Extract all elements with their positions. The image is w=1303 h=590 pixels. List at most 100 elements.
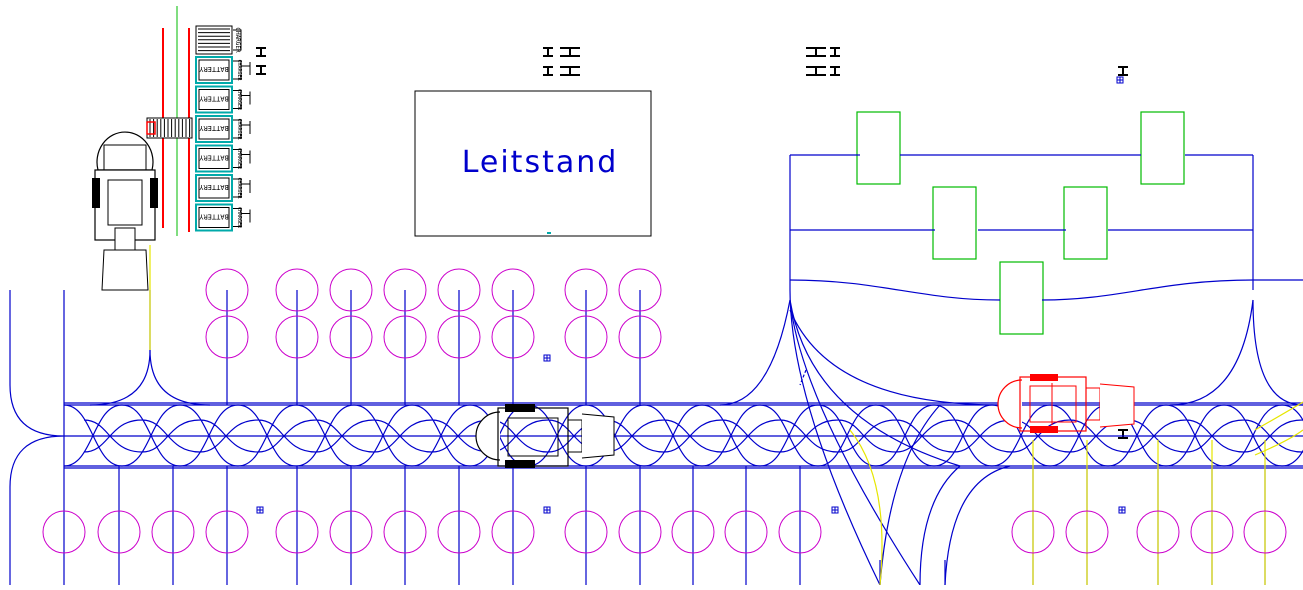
roll[interactable] (151, 510, 195, 554)
ibeam-icon (830, 47, 840, 57)
vehicle-fork (101, 249, 149, 291)
battery-inner (198, 177, 230, 199)
charger-label: CHARGER (236, 118, 242, 140)
roll[interactable] (491, 510, 535, 554)
roll[interactable] (1011, 510, 1055, 554)
charging-curve (149, 349, 211, 406)
roll[interactable] (437, 510, 481, 554)
branch-curve (944, 465, 1011, 586)
connector (233, 208, 242, 227)
roll[interactable] (275, 510, 319, 554)
ibeam-icon (806, 66, 826, 76)
roll[interactable] (329, 268, 373, 312)
roll[interactable] (491, 315, 535, 359)
ibeam-icon (806, 47, 826, 57)
roll[interactable] (437, 315, 481, 359)
roll[interactable] (275, 315, 319, 359)
roll[interactable] (1065, 510, 1109, 554)
charger-label: CHARGER (234, 27, 241, 53)
roll[interactable] (1243, 510, 1287, 554)
roll[interactable] (564, 315, 608, 359)
roll[interactable] (205, 315, 249, 359)
ibeam-icon (543, 47, 553, 57)
roll[interactable] (205, 510, 249, 554)
battery-inner (198, 148, 230, 169)
roll[interactable] (383, 315, 427, 359)
connector (233, 90, 242, 109)
roll[interactable] (778, 510, 822, 554)
yellow-wire (1254, 401, 1303, 431)
roll[interactable] (329, 510, 373, 554)
green-station[interactable] (932, 186, 977, 260)
connector (233, 60, 242, 80)
charging-curve (89, 290, 151, 406)
agv-center-aisle[interactable] (475, 404, 615, 468)
charger-unit-top[interactable]: CHARGER (195, 25, 242, 55)
green-station[interactable] (1063, 186, 1108, 260)
connector (233, 29, 242, 51)
roll-storage (42, 268, 1287, 554)
connector (233, 119, 242, 139)
right-curve (1252, 299, 1303, 406)
green-station[interactable] (856, 111, 901, 185)
position-markers (256, 76, 1126, 514)
branch-curve (919, 465, 961, 586)
roll[interactable] (724, 510, 768, 554)
agv-path-network (9, 154, 1303, 586)
station-line (789, 279, 1303, 301)
red-mark (146, 121, 156, 135)
battery-inner (198, 59, 230, 81)
ibeam-icon (543, 66, 553, 76)
ibeam-icon (1118, 429, 1128, 439)
roll[interactable] (671, 510, 715, 554)
battery-label: BATTERY (198, 65, 228, 73)
battery-transfer-unit[interactable] (146, 117, 193, 139)
wheel (1030, 374, 1058, 381)
connector (233, 149, 242, 168)
roll[interactable] (329, 315, 373, 359)
branch-curve (789, 309, 1001, 406)
vehicle-fork (1099, 383, 1135, 428)
green-station[interactable] (999, 261, 1044, 335)
roll[interactable] (437, 268, 481, 312)
roll[interactable] (618, 510, 662, 554)
ibeam-icon (560, 47, 580, 57)
control-room[interactable]: Leitstand (414, 90, 652, 237)
roll[interactable] (205, 268, 249, 312)
roll[interactable] (564, 268, 608, 312)
roll[interactable] (564, 510, 608, 554)
roll[interactable] (275, 268, 319, 312)
roll[interactable] (491, 268, 535, 312)
roll[interactable] (618, 268, 662, 312)
green-stations (856, 111, 1185, 335)
roll[interactable] (383, 268, 427, 312)
agv-active-red[interactable] (997, 374, 1135, 433)
roll[interactable] (1190, 510, 1234, 554)
vehicles (92, 131, 1135, 468)
battery-inner (198, 118, 230, 140)
roll[interactable] (383, 510, 427, 554)
green-station[interactable] (1140, 111, 1185, 185)
battery-label: BATTERY (198, 183, 228, 191)
roll[interactable] (618, 315, 662, 359)
roll[interactable] (97, 510, 141, 554)
charger-label: CHARGER (236, 177, 242, 199)
roll[interactable] (1136, 510, 1180, 554)
roll[interactable] (42, 510, 86, 554)
wheel (1030, 426, 1058, 433)
control-room-label: Leitstand (462, 145, 619, 180)
vehicle-fork (581, 413, 615, 459)
dashed-segment (799, 369, 807, 386)
agv-parked-charging[interactable] (92, 131, 158, 291)
battery-slot[interactable]: BATTERY CHARGER (195, 174, 251, 202)
charger-label: CHARGER (236, 89, 242, 111)
branch-curve (789, 289, 881, 586)
